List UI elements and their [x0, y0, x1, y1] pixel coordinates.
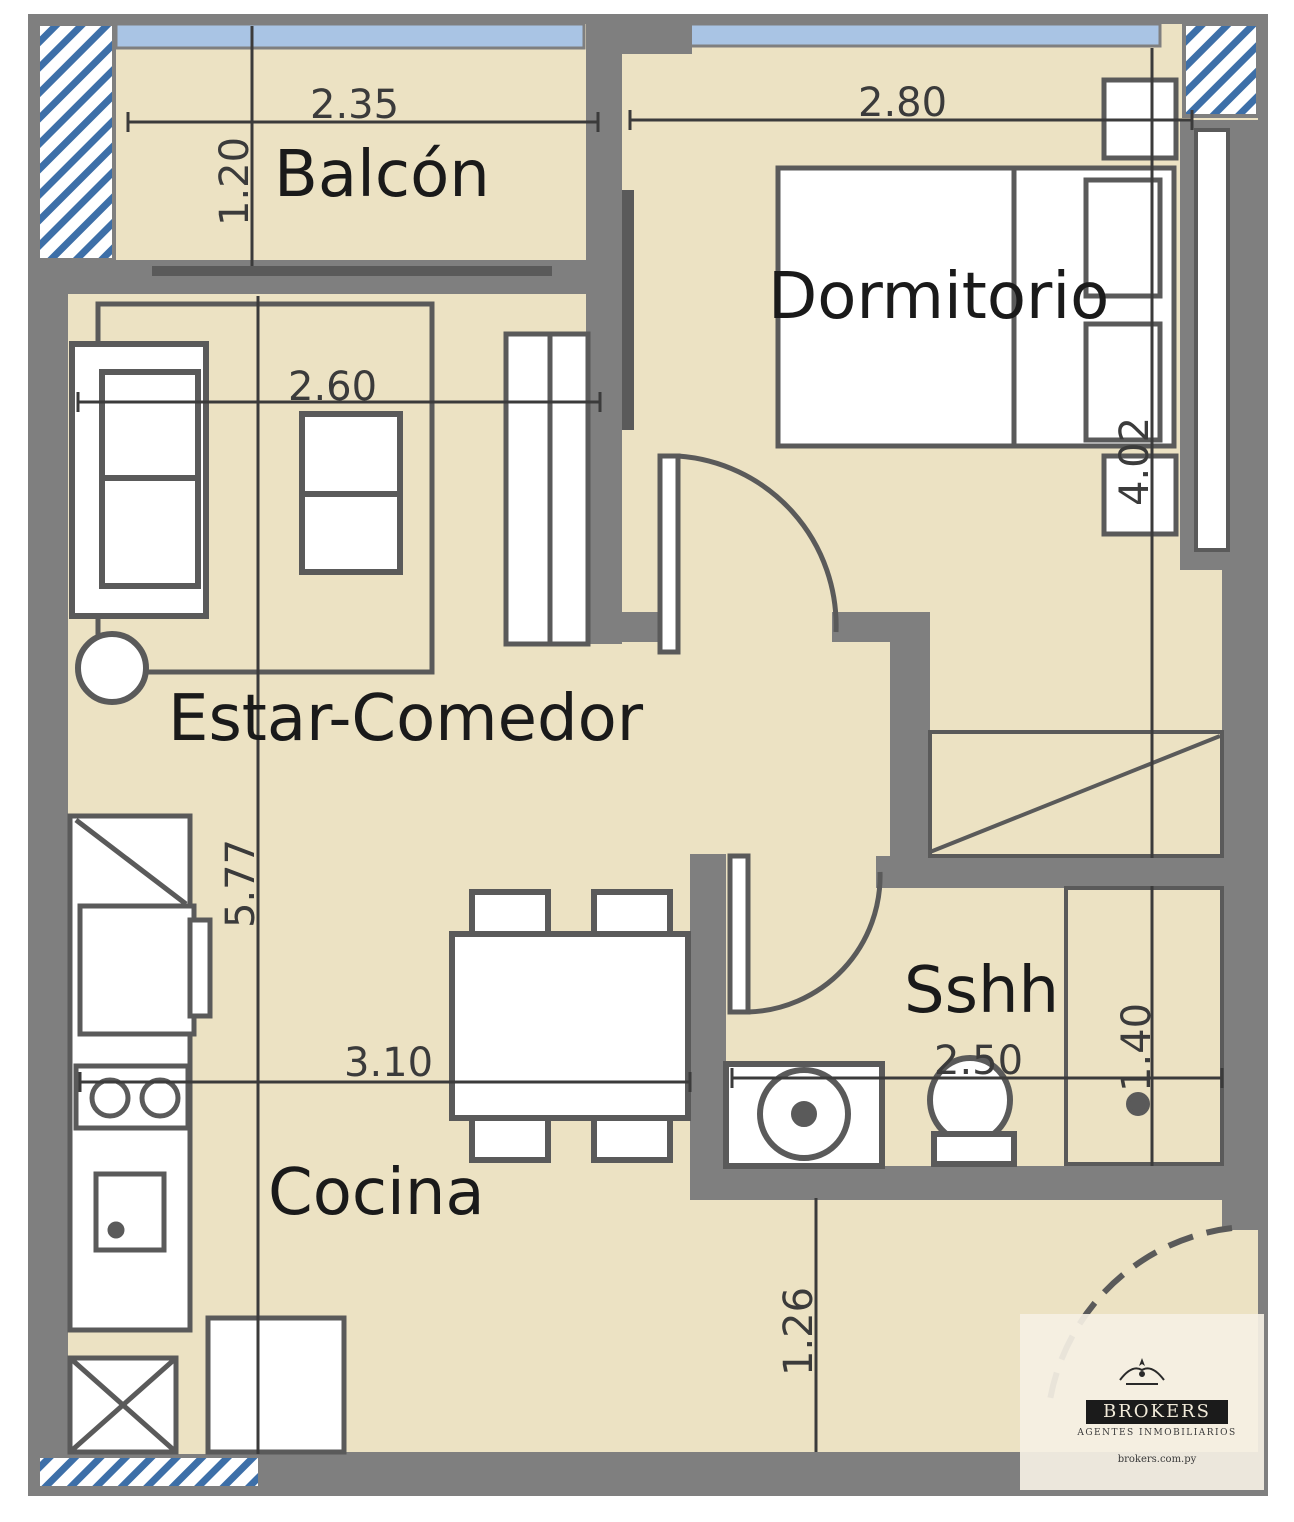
dim-balcon-depth: 1.20: [212, 137, 258, 226]
dim-cocina-width: 3.10: [344, 1040, 433, 1086]
closet: [928, 730, 1224, 858]
kitchen-counter: [67, 813, 213, 1333]
dim-entry-depth: 1.26: [776, 1287, 822, 1376]
dim-estar-depth: 5.77: [218, 839, 264, 928]
sliding-door: [152, 266, 552, 276]
right-wardrobe: [1194, 128, 1230, 552]
crest-icon: [1119, 1358, 1165, 1385]
bed: [775, 77, 1179, 537]
bathroom-door: [727, 853, 883, 1015]
room-label-estar-comedor: Estar-Comedor: [168, 682, 644, 756]
dim-dormitorio-width: 2.80: [858, 80, 947, 126]
dim-sshh-width: 2.50: [934, 1038, 1023, 1084]
bedroom-window: [688, 22, 1162, 48]
coffee-table: [299, 411, 403, 575]
side-table: [75, 631, 149, 705]
room-label-sshh: Sshh: [904, 954, 1059, 1028]
dimension-lines: [76, 26, 1224, 1454]
washbasin: [723, 1061, 885, 1169]
column-bottom-left: [36, 1454, 262, 1490]
dim-balcon-width: 2.35: [310, 82, 399, 128]
fridge: [205, 1315, 347, 1455]
shower: [1064, 886, 1224, 1166]
room-label-dormitorio: Dormitorio: [768, 260, 1109, 334]
brokers-logo: BROKERS AGENTES INMOBILIARIOS brokers.co…: [1020, 1314, 1264, 1490]
bedroom-slider: [622, 190, 634, 430]
room-label-balcon: Balcón: [274, 138, 490, 212]
brand-url: brokers.com.py: [1117, 1454, 1197, 1465]
shaft: [67, 1355, 179, 1455]
entry-door-swing: [1047, 1225, 1233, 1401]
dim-estar-width: 2.60: [288, 364, 377, 410]
brand-subtitle: AGENTES INMOBILIARIOS: [1077, 1428, 1237, 1438]
interior-walls: [38, 24, 1258, 1456]
tv-unit: [503, 331, 591, 647]
bedroom-door: [657, 453, 839, 655]
balcony-window: [114, 22, 586, 50]
brand-name: BROKERS: [1086, 1400, 1228, 1424]
column-top-left: [36, 22, 116, 262]
column-top-right: [1182, 22, 1260, 118]
dim-sshh-depth: 1.40: [1114, 1003, 1160, 1092]
room-label-cocina: Cocina: [268, 1156, 485, 1230]
dining-table: [449, 889, 691, 1163]
sofa: [69, 341, 209, 619]
dim-dormitorio-depth: 4.02: [1112, 417, 1158, 506]
